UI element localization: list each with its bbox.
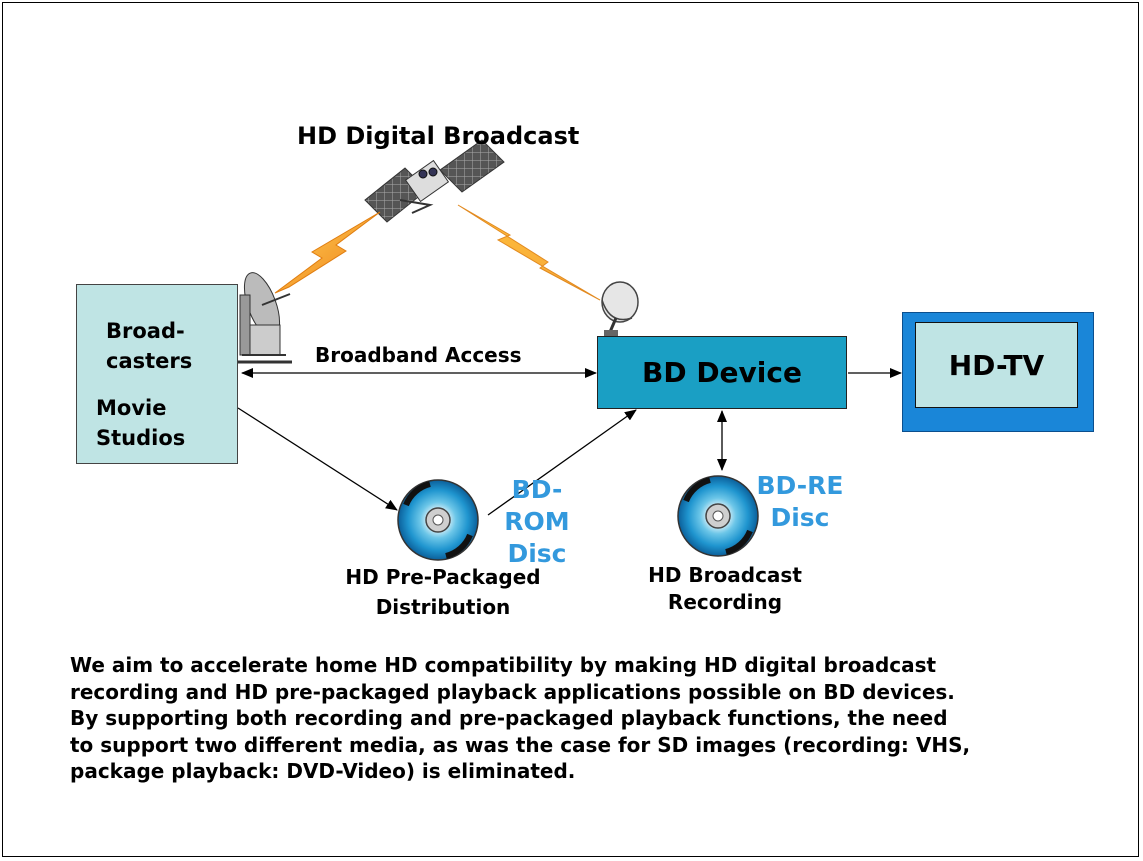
- broadcasters-label: Broad- casters: [106, 316, 192, 376]
- broadband-access-label: Broadband Access: [315, 343, 522, 367]
- hdtv-label: HD-TV: [948, 348, 1045, 382]
- pre-packaged-label: HD Pre-Packaged Distribution: [318, 562, 568, 622]
- bd-rom-label-line2: Disc: [507, 539, 567, 568]
- dish-antenna-icon: [236, 272, 292, 364]
- studio-to-disc-arrow: [237, 407, 398, 511]
- pre-packaged-label-line2: Distribution: [375, 595, 511, 619]
- satellite-icon: [364, 139, 505, 223]
- broadcast-recording-label-line1: HD Broadcast: [648, 563, 802, 587]
- bd-rom-label: BD-ROM Disc: [482, 474, 592, 570]
- movie-studios-label-line1: Movie: [96, 396, 167, 420]
- broadcasters-label-line2: casters: [106, 349, 193, 373]
- broadcasters-label-line1: Broad-: [106, 319, 185, 343]
- lightning-icon: [457, 204, 601, 301]
- bd-rom-label-line1: BD-ROM: [504, 475, 570, 536]
- movie-studios-label-line2: Studios: [96, 426, 186, 450]
- small-dish-icon: [601, 281, 639, 338]
- bd-device-label: BD Device: [641, 356, 802, 389]
- caption-line: recording and HD pre-packaged playback a…: [70, 679, 955, 704]
- caption-line: By supporting both recording and pre-pac…: [70, 706, 948, 730]
- disc-icon: [397, 479, 479, 561]
- hdtv-screen: HD-TV: [915, 322, 1078, 408]
- broadcast-recording-label: HD Broadcast Recording: [620, 562, 830, 616]
- bd-device-box: BD Device: [597, 336, 847, 409]
- caption-line: package playback: DVD-Video) is eliminat…: [70, 759, 576, 783]
- broadcasters-box: [76, 284, 238, 464]
- caption-line: to support two different media, as was t…: [70, 732, 971, 757]
- lightning-icon: [274, 211, 381, 294]
- caption-line: We aim to accelerate home HD compatibili…: [70, 653, 937, 677]
- broadcast-recording-label-line2: Recording: [667, 590, 783, 614]
- disc-to-device-arrow: [487, 409, 637, 516]
- caption-paragraph: We aim to accelerate home HD compatibili…: [70, 652, 1070, 785]
- bd-re-label-line2: Disc: [770, 503, 830, 532]
- bd-re-label-line1: BD-RE: [756, 471, 844, 500]
- disc-icon: [677, 475, 759, 557]
- hd-digital-broadcast-label: HD Digital Broadcast: [297, 122, 580, 150]
- bd-re-label: BD-RE Disc: [755, 470, 845, 534]
- pre-packaged-label-line1: HD Pre-Packaged: [345, 565, 541, 589]
- movie-studios-label: Movie Studios: [96, 393, 185, 453]
